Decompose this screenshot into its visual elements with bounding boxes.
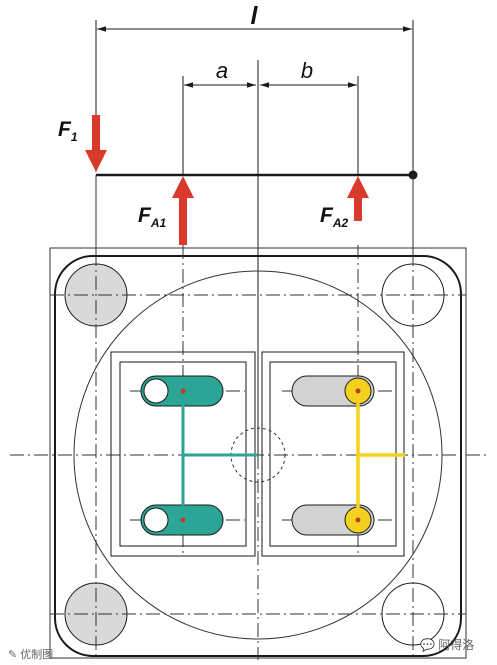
wechat-icon: 💬 [420, 638, 439, 652]
right-load-path [356, 391, 405, 520]
length-label: l [251, 2, 259, 30]
force-fa1-arrow [172, 176, 194, 245]
right-bolt-centers [355, 388, 361, 523]
force-f1-arrow [85, 115, 107, 172]
watermark-left-text: 优制图 [20, 649, 54, 661]
force-f1-label: F1 [58, 118, 78, 144]
watermark-left: ✎ 优制图 [8, 646, 53, 662]
watermark-right-text: 阿得洛 [438, 638, 475, 652]
dimension-a-b [182, 76, 359, 175]
watermark-right: 💬 阿得洛 [420, 636, 474, 653]
dim-a-label: a [216, 58, 228, 83]
left-load-path [181, 391, 258, 520]
dim-b-label: b [301, 58, 313, 83]
watermark-left-icon: ✎ [8, 649, 21, 661]
left-bolt-centers [180, 388, 186, 523]
slot-left-top-hole [143, 378, 169, 404]
force-fa1-label: FA1 [138, 204, 166, 230]
force-fa2-arrow [347, 176, 369, 221]
slot-left-bottom-hole [143, 507, 169, 533]
dimension-l [95, 20, 414, 172]
force-fa2-label: FA2 [320, 204, 348, 230]
